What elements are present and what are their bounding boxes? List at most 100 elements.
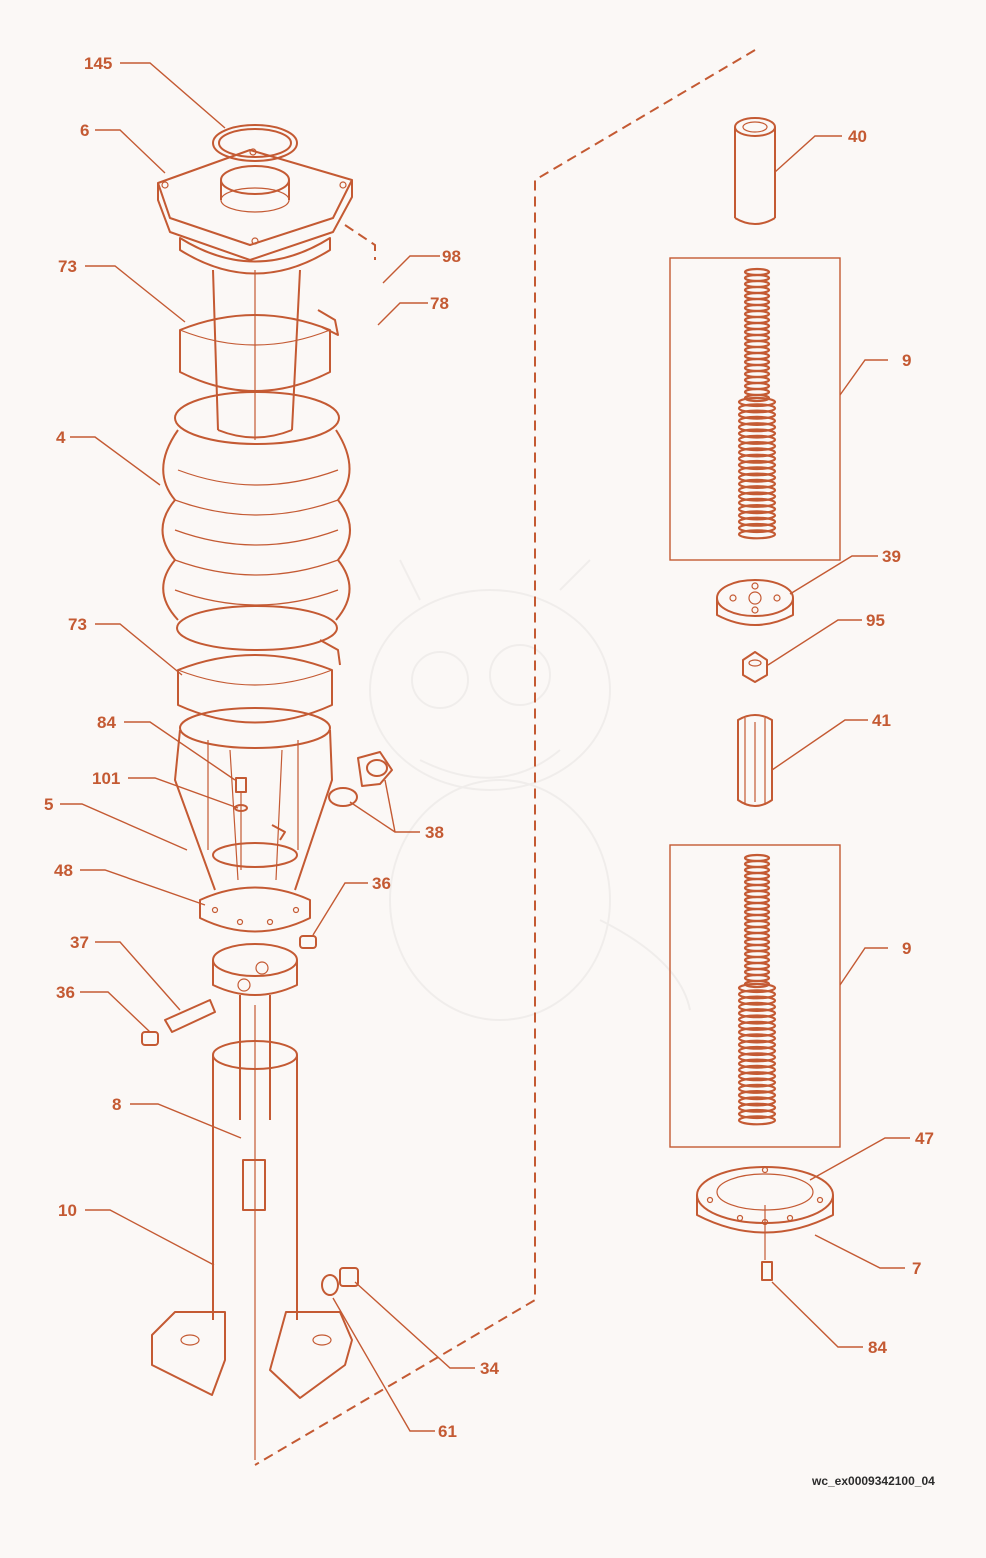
spring-coil [737, 453, 777, 464]
part-plug-34 [339, 1267, 359, 1287]
callout-38: 38 [425, 823, 444, 842]
document-id: wc_ex0009342100_04 [811, 1474, 935, 1488]
spring-coil [737, 491, 777, 502]
callout-95: 95 [866, 611, 885, 630]
spring-coil [737, 459, 777, 471]
spring-coil [737, 428, 777, 439]
spring-coil [737, 1039, 777, 1050]
callout-9-upper: 9 [902, 351, 911, 370]
part-piston-and-rod [212, 943, 298, 1460]
part-housing-flange-48 [199, 886, 311, 933]
spring-coil [737, 441, 777, 452]
spring-coil [737, 1077, 777, 1088]
spring-coil [737, 1108, 777, 1120]
callout-61: 61 [438, 1422, 457, 1441]
spring-coil [737, 1102, 777, 1113]
spring-coil [737, 1001, 777, 1013]
part-screw-84-lower [761, 1261, 773, 1281]
callout-101: 101 [92, 769, 120, 788]
callout-84-upper: 84 [97, 713, 116, 732]
callout-37: 37 [70, 933, 89, 952]
part-washer-61 [321, 1274, 339, 1296]
spring-coil [737, 995, 777, 1006]
spring-coil [737, 1052, 777, 1063]
spring-coil [737, 1045, 777, 1057]
part-spring-set-9-upper [669, 257, 841, 561]
part-dowel-37 [164, 999, 216, 1033]
spring-coil [737, 1026, 777, 1038]
spring-coil [737, 447, 777, 458]
callout-34: 34 [480, 1359, 499, 1378]
spring-coil [737, 1115, 777, 1126]
part-flange-plate-6 [157, 148, 353, 261]
leader-lines [60, 62, 910, 1432]
spring-coil [737, 1058, 777, 1069]
spring-coil [737, 522, 777, 534]
spring-coil [737, 1071, 777, 1082]
part-bushing-41 [737, 714, 773, 807]
spring-coil [737, 1020, 777, 1031]
spring-coil [737, 472, 777, 483]
spring-coil [737, 1033, 777, 1044]
spring-coil [737, 516, 777, 527]
spring-coil [737, 1008, 777, 1019]
callout-5: 5 [44, 795, 53, 814]
spring-coil [737, 422, 777, 433]
spring-coil [737, 1083, 777, 1094]
part-pin-36-upper [299, 935, 317, 949]
part-lower-column-10 [151, 1040, 353, 1399]
spring-coil [737, 1014, 777, 1025]
part-spring-set-9-lower [669, 844, 841, 1148]
spring-coil [737, 504, 777, 515]
callout-73-lower: 73 [68, 615, 87, 634]
spring-coil [737, 510, 777, 521]
spring-coil [737, 485, 777, 496]
callout-98: 98 [442, 247, 461, 266]
callout-9-lower: 9 [902, 939, 911, 958]
part-band-73-upper [179, 314, 331, 392]
callout-10: 10 [58, 1201, 77, 1220]
spring-coil [737, 478, 777, 489]
part-o-ring-145 [212, 124, 298, 162]
part-sleeve-40 [734, 117, 776, 225]
callout-8: 8 [112, 1095, 121, 1114]
spring-coil [737, 982, 777, 994]
callout-48: 48 [54, 861, 73, 880]
part-screw-84-and-washer-101 [234, 777, 248, 870]
spring-coil [737, 1064, 777, 1076]
part-plug-38 [328, 751, 393, 807]
callout-145: 145 [84, 54, 112, 73]
part-upper-column [179, 237, 339, 440]
part-bellows-4 [161, 391, 351, 666]
watermark-mascot [369, 559, 691, 1021]
callout-39: 39 [882, 547, 901, 566]
callout-40: 40 [848, 127, 867, 146]
part-conical-housing-5 [174, 707, 333, 891]
spring-coil [737, 409, 777, 420]
spring-coil [737, 403, 777, 414]
callout-36-upper: 36 [372, 874, 391, 893]
callout-6: 6 [80, 121, 89, 140]
callout-7: 7 [912, 1259, 921, 1278]
spring-coil [737, 434, 777, 445]
part-band-73-lower [177, 654, 333, 724]
part-nut-95 [742, 651, 768, 683]
spring-coil [737, 1096, 777, 1107]
assembly-dashed-lines [254, 49, 756, 1466]
spring-coil [737, 466, 777, 477]
callout-84-lower: 84 [868, 1338, 887, 1357]
callout-47: 47 [915, 1129, 934, 1148]
part-ring-47-flange-7 [696, 1166, 834, 1260]
spring-coil [737, 1089, 777, 1101]
callout-4: 4 [56, 428, 66, 447]
callout-36-lower: 36 [56, 983, 75, 1002]
part-spring-plate-39 [716, 579, 794, 626]
spring-coil [737, 529, 777, 540]
part-pin-36-lower [141, 1031, 159, 1046]
spring-coil [737, 989, 777, 1000]
callout-78: 78 [430, 294, 449, 313]
spring-coil [737, 497, 777, 508]
spring-coil [737, 415, 777, 426]
